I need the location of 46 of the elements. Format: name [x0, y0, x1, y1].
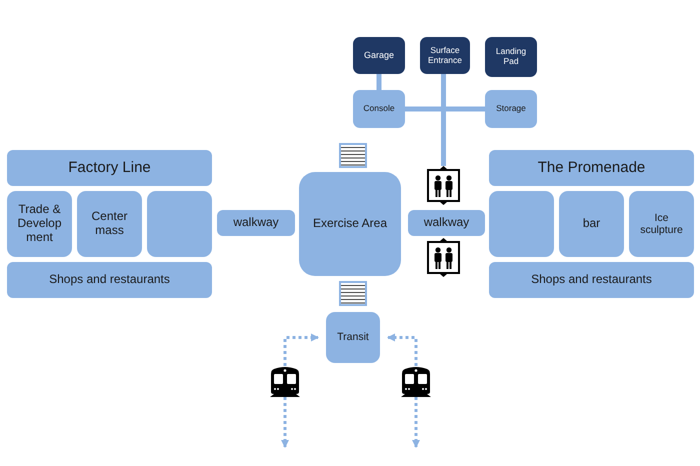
area-box [489, 191, 554, 257]
dotted-arrow [281, 397, 289, 448]
corridor-line [405, 106, 485, 112]
area-box [7, 262, 212, 298]
area-box [147, 191, 212, 257]
area-box [7, 191, 72, 257]
area-label: Exercise Area [312, 217, 388, 231]
room-box [353, 37, 405, 74]
section-heading: Factory Line [68, 159, 151, 177]
train-icon [268, 366, 302, 397]
area-box [489, 150, 694, 186]
elevator-icon [427, 166, 460, 205]
area-box [7, 150, 212, 186]
area-box [326, 312, 380, 363]
area-label: Shops and restaurants [49, 273, 170, 287]
area-label: Garage [364, 50, 394, 61]
dotted-arrow [412, 397, 420, 448]
dotted-arrow [387, 334, 418, 366]
corridor-line [441, 74, 446, 166]
area-label: Landing Pad [494, 47, 528, 67]
dotted-arrow [284, 334, 319, 366]
corridor-line [376, 74, 382, 90]
area-box [629, 191, 694, 257]
area-label: Console [363, 104, 395, 114]
area-label: Shops and restaurants [531, 273, 652, 287]
area-box [299, 172, 401, 276]
room-box [485, 37, 537, 77]
area-label: Storage [496, 104, 526, 114]
area-box [353, 90, 405, 128]
area-label: Center mass [90, 210, 129, 238]
area-box [408, 210, 485, 236]
area-label: Ice sculpture [639, 212, 684, 236]
area-label: Trade & Development [16, 203, 63, 245]
area-label: bar [582, 217, 600, 231]
room-box [420, 37, 470, 74]
area-box [489, 262, 694, 298]
area-label: Transit [337, 331, 369, 344]
area-box [77, 191, 142, 257]
area-box [217, 210, 295, 236]
area-label: Surface Entrance [426, 46, 464, 66]
area-box [559, 191, 624, 257]
area-box [485, 90, 537, 128]
section-heading: The Promenade [538, 159, 646, 177]
area-label: walkway [233, 216, 279, 230]
area-label: walkway [424, 216, 470, 230]
train-icon [399, 366, 433, 397]
